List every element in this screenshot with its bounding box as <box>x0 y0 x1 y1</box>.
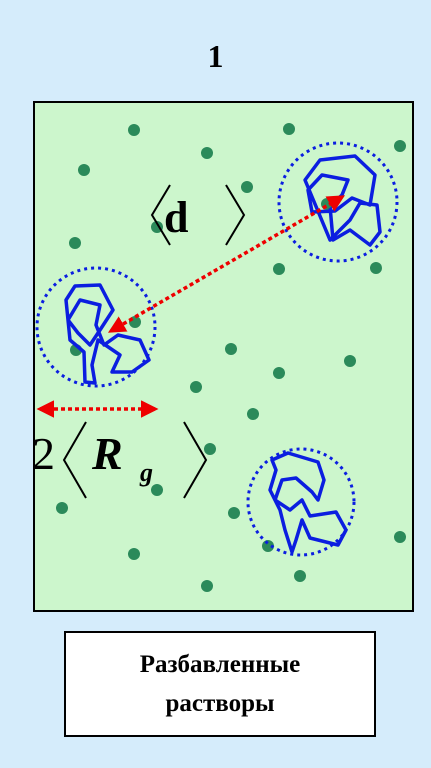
caption-text: Разбавленные растворы <box>140 645 301 723</box>
solvent-dot <box>370 262 382 274</box>
solvent-dot <box>283 123 295 135</box>
solvent-dot <box>204 443 216 455</box>
solvent-dot <box>394 140 406 152</box>
solvent-dot <box>78 164 90 176</box>
solvent-dot <box>394 531 406 543</box>
solvent-dot <box>56 502 68 514</box>
solvent-dot <box>344 355 356 367</box>
solvent-dot <box>201 147 213 159</box>
solvent-dot <box>247 408 259 420</box>
caption-line-2: растворы <box>140 684 301 723</box>
solvent-dot <box>228 507 240 519</box>
solvent-dot <box>273 263 285 275</box>
solvent-dot <box>201 580 213 592</box>
solvent-dot <box>128 548 140 560</box>
solvent-dot <box>225 343 237 355</box>
solution-panel <box>34 102 413 611</box>
caption-line-1: Разбавленные <box>140 645 301 684</box>
solvent-dot <box>128 124 140 136</box>
radius-prefix: 2 <box>32 428 55 479</box>
solvent-dot <box>273 367 285 379</box>
distance-symbol: d <box>164 193 188 242</box>
solvent-dot <box>190 381 202 393</box>
caption-box: Разбавленные растворы <box>64 631 376 737</box>
solvent-dot <box>241 181 253 193</box>
solvent-dot <box>294 570 306 582</box>
radius-subscript: g <box>139 458 153 487</box>
solvent-dot <box>69 237 81 249</box>
radius-symbol: R <box>91 428 123 479</box>
